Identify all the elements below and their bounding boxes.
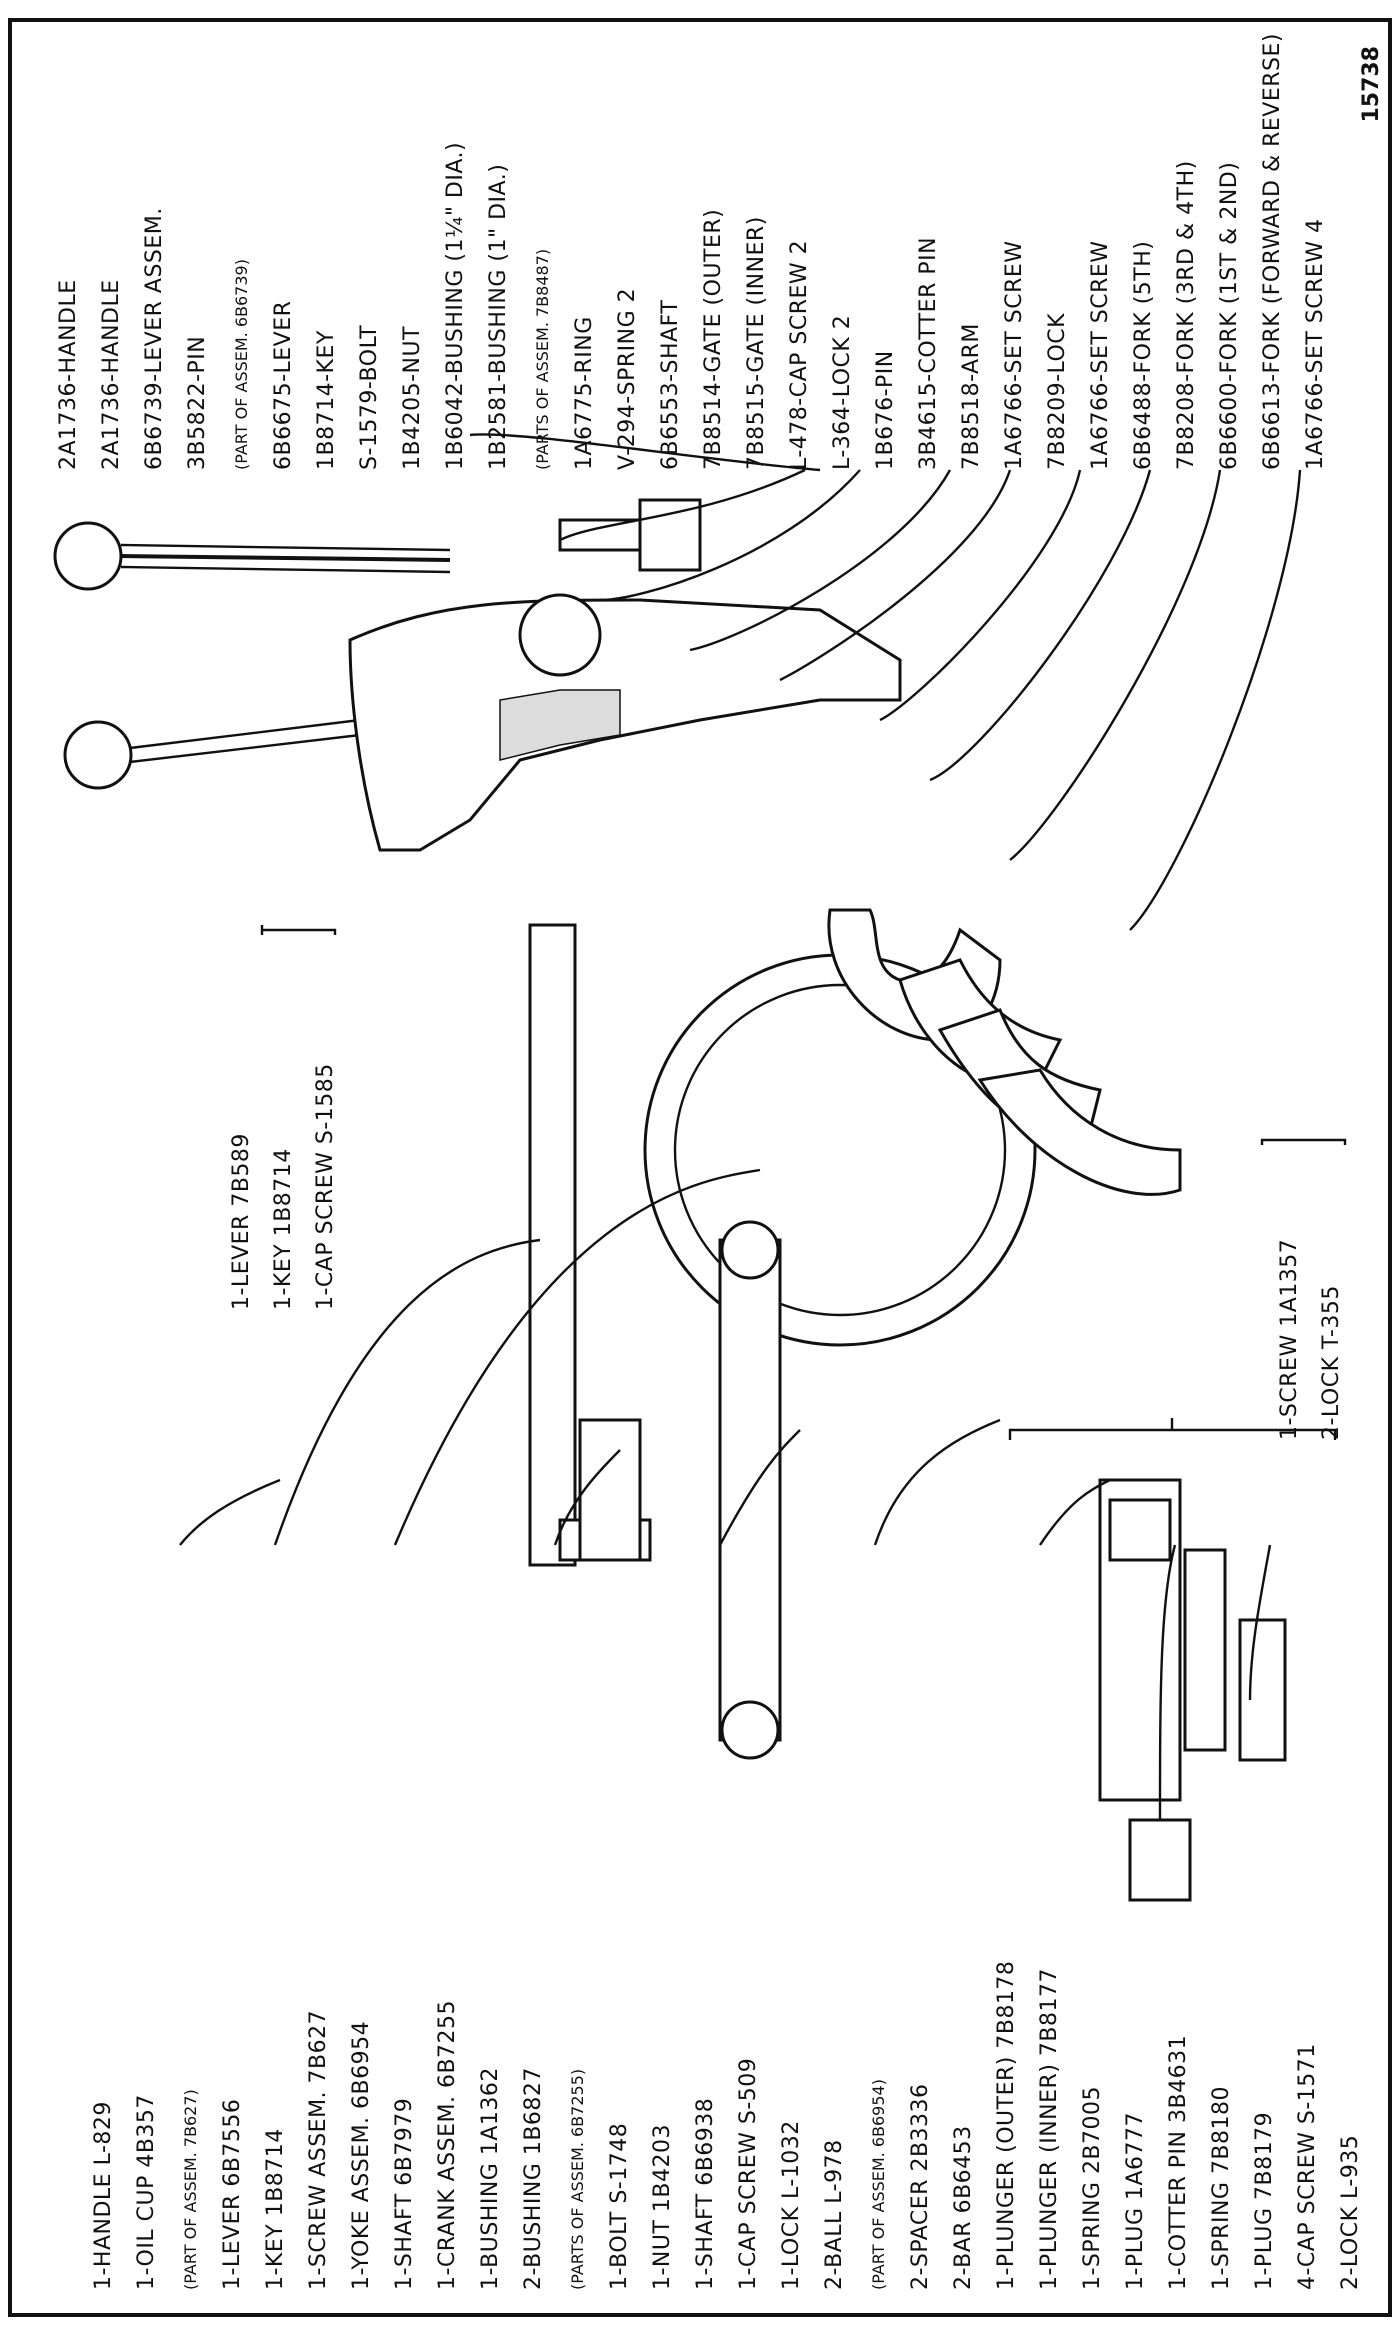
lower-handle-shaft [129, 718, 362, 764]
shift-ball [518, 593, 602, 677]
bottom-label-26: 1-SPRING 7B8180 [1209, 2086, 1234, 2290]
bottom-label-5: 1-SCREW ASSEM. 7B627 [306, 2010, 331, 2290]
bottom-label-25: 1-COTTER PIN 3B4631 [1166, 2035, 1191, 2290]
bottom-label-22: 1-PLUNGER (INNER) 7B8177 [1037, 1968, 1062, 2290]
top-label-1: 2A1736-HANDLE [99, 279, 124, 470]
top-label-2: 6B6739-LEVER ASSEM. [142, 207, 167, 470]
upper-handle-knob [53, 521, 123, 591]
top-label-29: 1A6766-SET SCREW 4 [1303, 218, 1328, 470]
bottom-label-0: 1-HANDLE L-829 [91, 2101, 116, 2290]
top-label-17: L-478-CAP SCREW 2 [787, 240, 812, 470]
bottom-label-2: (PART OF ASSEM. 7B627) [181, 2089, 200, 2290]
top-label-27: 6B6600-FORK (1ST & 2ND) [1217, 162, 1242, 470]
top-label-11: (PARTS OF ASSEM. 7B8487) [533, 249, 552, 470]
left-label-list: 1-LEVER 7B589 1-KEY 1B8714 1-CAP SCREW S-1… [229, 1063, 338, 1310]
bottom-label-list: 1-HANDLE L-829 1-OIL CUP 4B357 (PART OF AS… [91, 1961, 1363, 2290]
left-group-label-2: 1-CAP SCREW S-1585 [313, 1063, 338, 1310]
bottom-brace [1008, 1418, 1337, 1440]
bottom-label-3: 1-LEVER 6B7556 [220, 2099, 245, 2290]
top-label-23: 7B8209-LOCK [1045, 313, 1070, 470]
upper-handle-shaft [119, 554, 451, 562]
top-label-16: 7B8515-GATE (INNER) [744, 216, 769, 470]
top-label-25: 6B6488-FORK (5TH) [1131, 241, 1156, 470]
shifter-rod [718, 1238, 782, 1742]
fork-forward-reverse [977, 1068, 1182, 1196]
bottom-label-21: 1-PLUNGER (OUTER) 7B8178 [994, 1961, 1019, 2290]
right-group-label-1: 2-LOCK T-355 [1319, 1285, 1344, 1440]
bottom-label-4: 1-KEY 1B8714 [263, 2128, 288, 2290]
right-label-list: 1-SCREW 1A1357 2-LOCK T-355 [1277, 1239, 1344, 1440]
left-group-label-0: 1-LEVER 7B589 [229, 1133, 254, 1310]
bottom-label-1: 1-OIL CUP 4B357 [134, 2094, 159, 2290]
figure-number: 15738 [1359, 46, 1384, 123]
bottom-label-24: 1-PLUG 1A6777 [1123, 2112, 1148, 2290]
top-label-12: 1A6775-RING [572, 316, 597, 470]
top-label-22: 1A6766-SET SCREW [1002, 240, 1027, 470]
linkage-arm [528, 923, 577, 1567]
bottom-label-13: 1-NUT 1B4203 [650, 2124, 675, 2290]
top-label-18: L-364-LOCK 2 [830, 315, 855, 470]
top-label-3: 3B5822-PIN [185, 336, 210, 470]
bottom-label-14: 1-SHAFT 6B6938 [693, 2098, 718, 2290]
top-label-8: 1B4205-NUT [400, 326, 425, 470]
top-label-26: 7B8208-FORK (3RD & 4TH) [1174, 160, 1199, 470]
bottom-label-29: 2-LOCK L-935 [1338, 2135, 1363, 2290]
bottom-label-12: 1-BOLT S-1748 [607, 2123, 632, 2290]
bottom-label-17: 2-BALL L-978 [822, 2139, 847, 2290]
top-label-24: 1A6766-SET SCREW [1088, 240, 1113, 470]
bottom-label-6: 1-YOKE ASSEM. 6B6954 [349, 2021, 374, 2290]
bottom-label-23: 1-SPRING 2B7005 [1080, 2086, 1105, 2290]
right-group-brace [1260, 1138, 1347, 1145]
top-label-10: 1B2581-BUSHING (1" DIA.) [486, 164, 511, 470]
top-label-0: 2A1736-HANDLE [56, 279, 81, 470]
top-label-14: 6B6553-SHAFT [658, 300, 683, 470]
shift-mechanism-drawing [53, 498, 1287, 1902]
top-label-4: (PART OF ASSEM. 6B6739) [232, 259, 251, 470]
top-label-15: 7B8514-GATE (OUTER) [701, 209, 726, 470]
shift-housing [348, 598, 902, 852]
top-label-6: 1B8714-KEY [314, 330, 339, 470]
bottom-label-15: 1-CAP SCREW S-509 [736, 2058, 761, 2290]
bottom-label-11: (PARTS OF ASSEM. 6B7255) [568, 2069, 587, 2290]
top-label-list: 2A1736-HANDLE 2A1736-HANDLE 6B6739-LEVER A… [56, 33, 1328, 470]
bottom-label-18: (PART OF ASSEM. 6B6954) [869, 2079, 888, 2290]
plunger [1128, 1818, 1192, 1902]
bottom-label-10: 2-BUSHING 1B6827 [521, 2067, 546, 2290]
top-label-9: 1B6042-BUSHING (1¼" DIA.) [443, 142, 468, 470]
top-label-13: V-294-SPRING 2 [615, 288, 640, 470]
left-group-brace [260, 925, 337, 935]
bottom-label-9: 1-BUSHING 1A1362 [478, 2067, 503, 2290]
right-group-label-0: 1-SCREW 1A1357 [1277, 1239, 1302, 1440]
top-label-28: 6B6613-FORK (FORWARD & REVERSE) [1260, 33, 1285, 470]
bottom-label-8: 1-CRANK ASSEM. 6B7255 [435, 2000, 460, 2290]
top-label-20: 3B4615-COTTER PIN [916, 237, 941, 470]
linkage-handle [578, 1418, 642, 1562]
bottom-label-7: 1-SHAFT 6B7979 [392, 2098, 417, 2290]
bottom-label-28: 4-CAP SCREW S-1571 [1295, 2043, 1320, 2290]
leader-lines [179, 433, 1302, 1821]
top-label-21: 7B8518-ARM [959, 323, 984, 470]
bottom-label-27: 1-PLUG 7B8179 [1252, 2112, 1277, 2290]
bottom-label-19: 2-SPACER 2B3336 [908, 2083, 933, 2290]
top-label-7: S-1579-BOLT [357, 325, 382, 470]
left-group-label-1: 1-KEY 1B8714 [271, 1148, 296, 1310]
diagram-border [8, 18, 1392, 2317]
top-label-5: 6B6675-LEVER [271, 301, 296, 470]
top-label-19: 1B676-PIN [873, 350, 898, 470]
lower-handle-knob [63, 720, 133, 790]
bottom-label-16: 1-LOCK L-1032 [779, 2120, 804, 2290]
bottom-label-20: 2-BAR 6B6453 [951, 2125, 976, 2290]
